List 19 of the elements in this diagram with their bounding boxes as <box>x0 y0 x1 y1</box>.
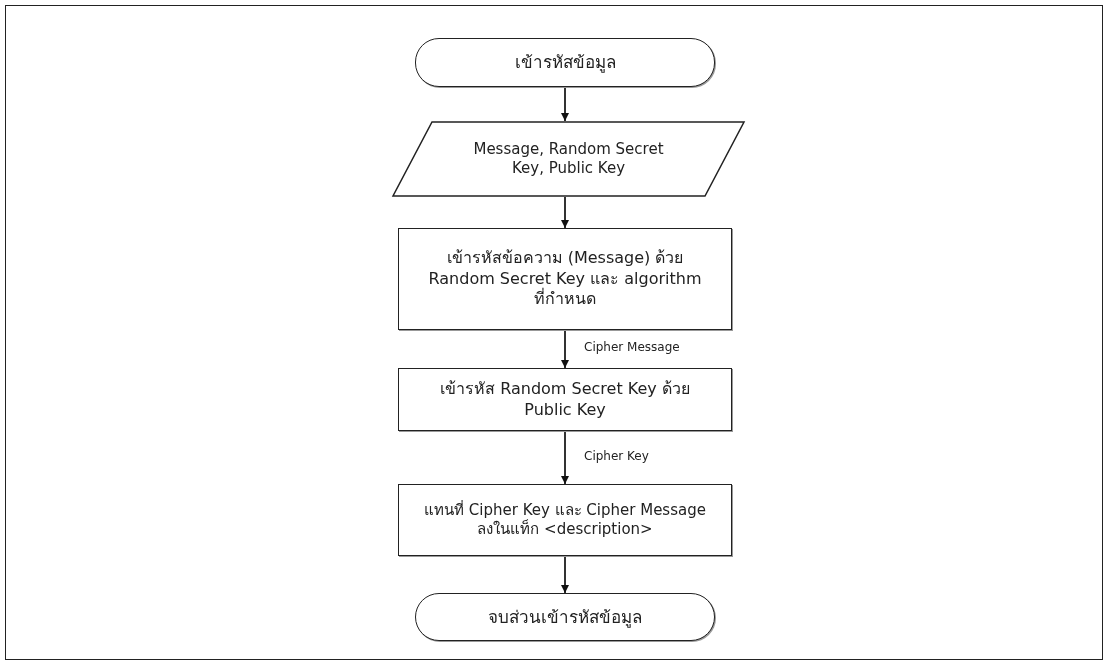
arrow <box>561 196 569 229</box>
terminal-box <box>415 38 715 87</box>
node-text: เข้ารหัสข้อมูล <box>514 51 616 74</box>
input-parallelogram <box>392 121 745 197</box>
arrow <box>561 555 569 594</box>
edge-label: Cipher Message <box>582 340 682 354</box>
arrow <box>561 86 569 122</box>
node-text: เข้ารหัส Random Secret Key ด้วย Public Key <box>439 378 691 421</box>
node-text: แทนที่ Cipher Key และ Cipher Message ลงในแท็ก <description> <box>423 500 707 540</box>
arrow <box>561 329 569 369</box>
edge-label: Cipher Key <box>582 448 651 463</box>
arrow <box>561 430 569 485</box>
node-text: จบส่วนเข้ารหัสข้อมูล <box>488 605 642 629</box>
node-text: เข้ารหัสข้อความ (Message) ด้วย Random Secret Key และ algorithm ที่กำหนด <box>427 247 703 311</box>
process-box <box>398 484 732 556</box>
terminal-box <box>415 593 715 641</box>
process-box <box>398 228 732 330</box>
process-box <box>398 368 732 431</box>
node-text: Message, Random Secret Key, Public Key <box>472 139 665 179</box>
